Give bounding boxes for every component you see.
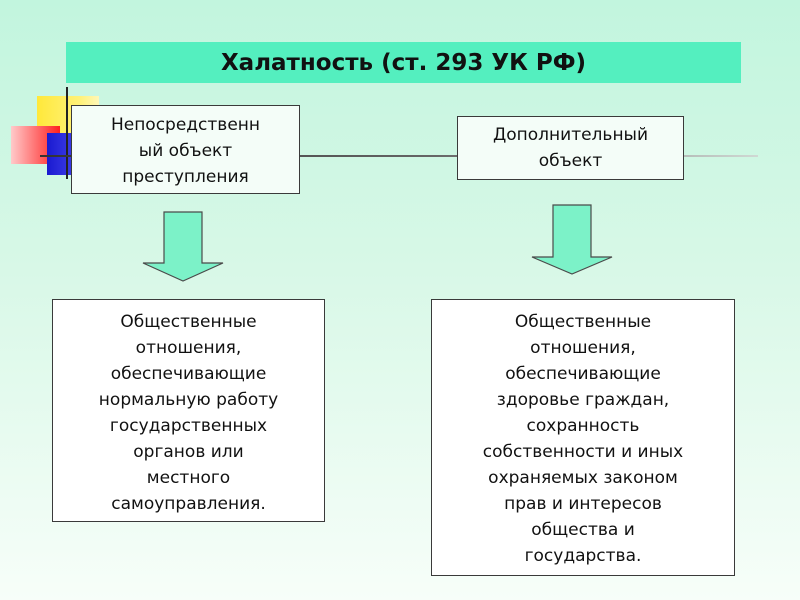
additional-object-line-1: Дополнительный xyxy=(492,125,649,145)
direct-object-line-3: преступления xyxy=(122,166,249,187)
additional-object-box: Дополнительный объект xyxy=(457,116,684,180)
decorative-horizontal-line xyxy=(40,155,758,157)
right-desc-line: отношения, xyxy=(530,338,636,358)
right-desc-line: охраняемых законом xyxy=(488,468,678,488)
additional-object-line-2: объект xyxy=(538,151,603,171)
direct-object-line-1: Непосредственн xyxy=(110,114,261,135)
right-desc-line: Общественные xyxy=(514,312,652,332)
left-desc-line: самоуправления. xyxy=(111,494,266,514)
left-desc-line: нормальную работу xyxy=(98,390,279,410)
left-desc-line: государственных xyxy=(109,416,268,436)
diagram-title: Халатность (ст. 293 УК РФ) xyxy=(66,42,741,83)
direct-object-box: Непосредственн ый объект преступления xyxy=(71,105,300,194)
direct-object-description-box: Общественные отношения, обеспечивающие н… xyxy=(52,299,325,522)
right-desc-line: сохранность xyxy=(526,416,640,436)
direct-object-line-2: ый объект xyxy=(138,140,233,161)
right-desc-line: собственности и иных xyxy=(482,442,684,462)
right-desc-line: здоровье граждан, xyxy=(496,390,670,410)
right-desc-line: государства. xyxy=(524,546,642,566)
left-desc-line: Общественные xyxy=(120,312,257,332)
left-desc-line: отношения, xyxy=(135,338,242,358)
right-desc-line: общества и xyxy=(531,520,635,540)
left-desc-line: обеспечивающие xyxy=(110,364,267,384)
right-down-arrow-icon xyxy=(531,204,613,275)
right-desc-line: обеспечивающие xyxy=(505,364,661,384)
left-desc-line: органов или xyxy=(133,442,244,462)
left-desc-line: местного xyxy=(146,468,231,488)
left-down-arrow-icon xyxy=(142,211,224,282)
decorative-vertical-line xyxy=(66,87,68,179)
right-desc-line: прав и интересов xyxy=(504,494,662,514)
additional-object-description-box: Общественные отношения, обеспечивающие з… xyxy=(431,299,735,576)
